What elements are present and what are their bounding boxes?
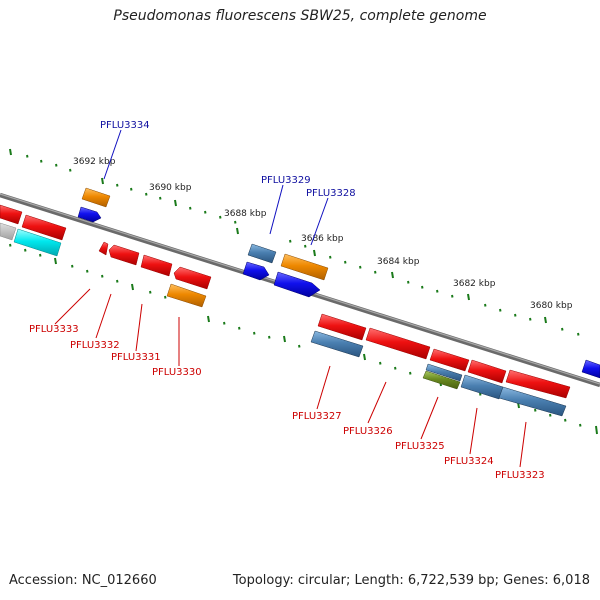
gene-label-pflu3326[interactable]: PFLU3326	[343, 426, 393, 437]
kbp-label-3686: 3686 kbp	[301, 234, 344, 244]
gene-arrow-steel-pflu3324[interactable]	[460, 374, 504, 400]
gene-label-pflu3329[interactable]: PFLU3329	[261, 175, 311, 186]
kbp-label-3688: 3688 kbp	[224, 209, 267, 219]
gene-arrow-orange-pflu3330[interactable]	[166, 283, 207, 308]
lower-callout-lines	[54, 288, 527, 468]
kbp-scale: 3692 kbp 3690 kbp 3688 kbp 3686 kbp 3684…	[73, 157, 573, 311]
kbp-label-3684: 3684 kbp	[377, 257, 420, 267]
kbp-label-3692: 3692 kbp	[73, 157, 116, 167]
gene-arrow-steel-pflu3325[interactable]	[425, 363, 463, 382]
upper-gene-labels: PFLU3334 PFLU3329 PFLU3328	[100, 120, 356, 199]
lower-gene-labels: PFLU3333 PFLU3332 PFLU3331 PFLU3330 PFLU…	[29, 324, 545, 481]
gene-arrow-red-pflu3332[interactable]	[108, 244, 140, 266]
gene-label-pflu3327[interactable]: PFLU3327	[292, 411, 342, 422]
lower-tick-ring	[9, 243, 598, 435]
gene-label-pflu3324[interactable]: PFLU3324	[444, 456, 494, 467]
gene-label-pflu3328[interactable]: PFLU3328	[306, 188, 356, 199]
gene-arrow-red-top-2[interactable]	[21, 214, 67, 241]
gene-label-pflu3325[interactable]: PFLU3325	[395, 441, 445, 452]
gene-arrow-red-pflu3333[interactable]	[98, 241, 109, 256]
gene-arrow-red-pflu3325[interactable]	[429, 348, 470, 372]
gene-arrow-steel-pflu3323[interactable]	[498, 386, 567, 417]
gene-arrow-red-pflu3327[interactable]	[317, 313, 367, 341]
gene-label-pflu3334[interactable]: PFLU3334	[100, 120, 150, 131]
gene-label-pflu3330[interactable]: PFLU3330	[152, 367, 202, 378]
gene-arrow-red-pflu3324[interactable]	[467, 359, 507, 384]
gene-arrow-cyan[interactable]	[13, 228, 62, 257]
accession-text: Accession: NC_012660	[9, 573, 157, 588]
gene-arrow-red-pflu3331[interactable]	[140, 254, 173, 277]
gene-arrow-blue-1[interactable]	[242, 261, 270, 281]
kbp-label-3690: 3690 kbp	[149, 183, 192, 193]
gene-label-pflu3331[interactable]: PFLU3331	[111, 352, 161, 363]
kbp-label-3680: 3680 kbp	[530, 301, 573, 311]
gene-arrow-olive-pflu3325[interactable]	[422, 370, 461, 390]
gene-arrow-red-pflu3330[interactable]	[173, 266, 212, 290]
upper-strand-features	[0, 187, 329, 298]
gene-arrow-blue-2[interactable]	[273, 271, 321, 298]
genome-summary-text: Topology: circular; Length: 6,722,539 bp…	[232, 573, 590, 588]
upper-callout-lines	[103, 129, 329, 246]
gene-arrow-steel-pflu3327[interactable]	[310, 330, 364, 358]
gene-arrow-orange-pflu3328[interactable]	[280, 253, 329, 281]
gene-label-pflu3332[interactable]: PFLU3332	[70, 340, 120, 351]
gene-arrow-gray[interactable]	[0, 222, 17, 241]
gene-arrow-red-pflu3323[interactable]	[505, 369, 571, 399]
page-title: Pseudomonas fluorescens SBW25, complete …	[113, 8, 487, 24]
gene-arrow-red-pflu3326[interactable]	[365, 327, 431, 360]
gene-arrow-orange-pflu3334[interactable]	[81, 187, 111, 208]
gene-arrow-left-red-top[interactable]	[0, 204, 23, 225]
gene-arrow-steel-pflu3329[interactable]	[247, 243, 277, 264]
lower-strand-features	[98, 241, 600, 417]
kbp-label-3682: 3682 kbp	[453, 279, 496, 289]
gene-label-pflu3323[interactable]: PFLU3323	[495, 470, 545, 481]
gene-label-pflu3333[interactable]: PFLU3333	[29, 324, 79, 335]
gene-arrow-blue-edge[interactable]	[581, 359, 600, 379]
upper-tick-ring	[9, 148, 580, 336]
gene-arrow-blue-small[interactable]	[77, 206, 102, 223]
